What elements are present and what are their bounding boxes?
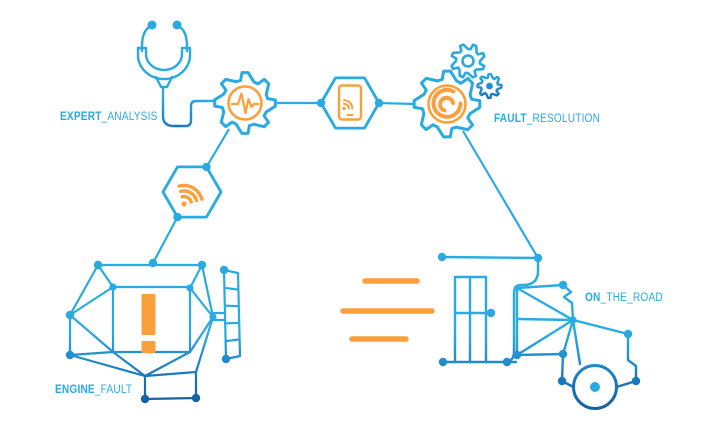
tablet-hexagon-icon xyxy=(316,76,384,130)
stethoscope-icon xyxy=(136,20,216,128)
speed-lines-icon xyxy=(340,278,435,342)
exclamation-icon xyxy=(141,294,156,353)
engine-icon xyxy=(65,258,242,404)
truck-icon xyxy=(437,252,641,410)
wifi-hexagon-icon xyxy=(161,162,223,222)
label-on-the-road: ON_THE_ROAD xyxy=(585,292,663,304)
wifi-signal-icon xyxy=(177,183,204,204)
diagnostics-gear-icon xyxy=(213,71,277,135)
label-expert-analysis-rest: _ANALYSIS xyxy=(101,111,158,123)
connector-lines xyxy=(152,101,539,264)
label-expert-analysis-bold: EXPERT xyxy=(60,111,102,123)
label-engine-fault-rest: _FAULT xyxy=(94,384,133,396)
label-fault-resolution-bold: FAULT xyxy=(494,113,527,125)
tablet-icon xyxy=(337,84,363,121)
label-expert-analysis: EXPERT_ANALYSIS xyxy=(60,111,158,123)
pulse-icon xyxy=(230,92,260,115)
label-on-the-road-rest: _THE_ROAD xyxy=(600,292,663,304)
label-engine-fault-bold: ENGINE xyxy=(55,384,95,396)
repair-gears-icon xyxy=(412,43,503,139)
wrench-icon xyxy=(431,87,463,119)
label-fault-resolution: FAULT_RESOLUTION xyxy=(494,113,600,125)
label-engine-fault: ENGINE_FAULT xyxy=(55,384,132,396)
label-fault-resolution-rest: _RESOLUTION xyxy=(526,113,601,125)
label-on-the-road-bold: ON xyxy=(585,292,601,304)
